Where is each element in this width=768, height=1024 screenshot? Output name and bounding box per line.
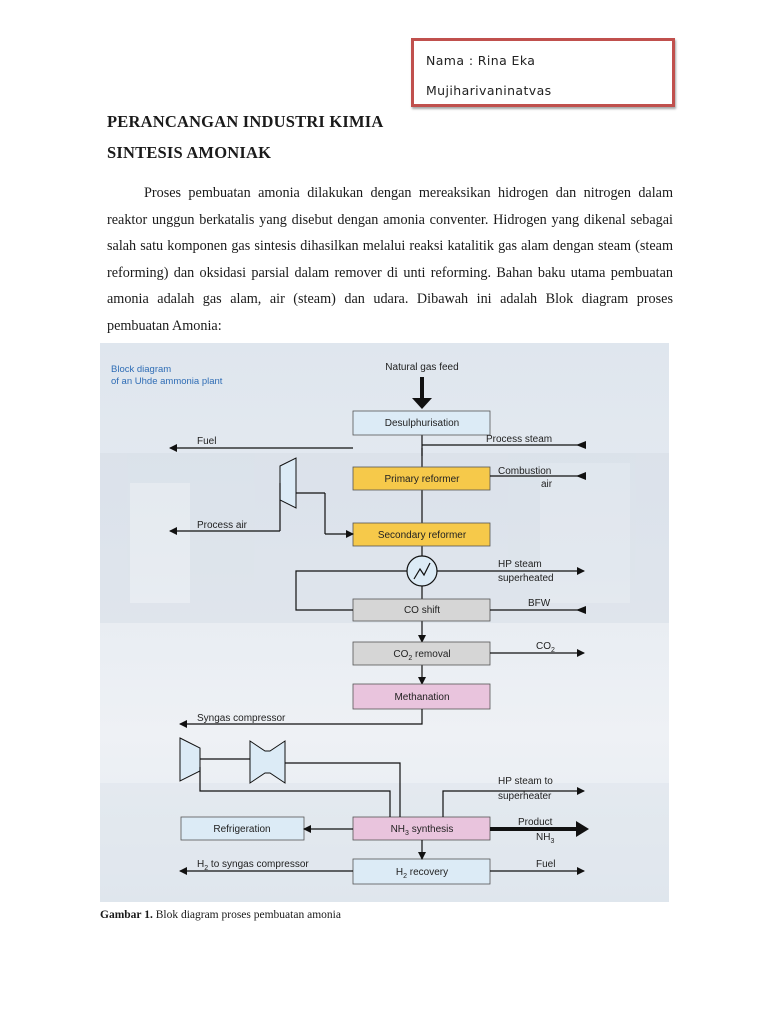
surname-line: Mujiharivaninatvas: [426, 83, 552, 98]
intro-paragraph: Proses pembuatan amonia dilakukan dengan…: [107, 180, 673, 340]
syngas-compressor-icon: [180, 738, 200, 781]
name-line: Nama : Rina Eka: [426, 53, 535, 68]
hp-steam-to-label: HP steam to: [498, 776, 553, 787]
document-subtitle: SINTESIS AMONIAK: [107, 143, 271, 163]
figure-caption: Gambar 1. Blok diagram proses pembuatan …: [100, 909, 341, 921]
process-steam-label: Process steam: [486, 434, 552, 445]
desulphurisation-label: Desulphurisation: [385, 418, 460, 429]
methanation-label: Methanation: [394, 692, 449, 703]
primary-reformer-label: Primary reformer: [384, 474, 460, 485]
air-compressor-icon: [280, 458, 296, 508]
syngas-compressor-label: Syngas compressor: [197, 713, 286, 724]
block-diagram-figure: Block diagram of an Uhde ammonia plant N…: [100, 343, 669, 902]
secondary-reformer-label: Secondary reformer: [378, 530, 467, 541]
recycle-compressor-icon: [250, 741, 285, 783]
product-label: Product: [518, 817, 553, 828]
fuel-right-label: Fuel: [536, 859, 555, 870]
co2-output-label: CO2: [536, 641, 555, 654]
name-box: Nama : Rina Eka Mujiharivaninatvas: [411, 38, 675, 107]
natural-gas-feed-label: Natural gas feed: [385, 362, 458, 373]
fuel-left-label: Fuel: [197, 436, 216, 447]
document-title: PERANCANGAN INDUSTRI KIMIA: [107, 112, 384, 132]
caption-text: Blok diagram proses pembuatan amonia: [153, 909, 341, 921]
superheated-label: superheated: [498, 573, 554, 584]
refrigeration-label: Refrigeration: [213, 824, 270, 835]
hp-steam-label: HP steam: [498, 559, 542, 570]
diagram-title-2: of an Uhde ammonia plant: [111, 376, 223, 387]
block-diagram: Block diagram of an Uhde ammonia plant N…: [100, 343, 669, 902]
feed-arrowhead: [412, 398, 432, 409]
process-air-label: Process air: [197, 520, 248, 531]
bfw-label: BFW: [528, 598, 551, 609]
diagram-title-1: Block diagram: [111, 364, 171, 375]
air-label: air: [541, 479, 553, 490]
co-shift-label: CO shift: [404, 605, 440, 616]
combustion-label: Combustion: [498, 466, 551, 477]
caption-label: Gambar 1.: [100, 909, 153, 921]
superheater-label: superheater: [498, 791, 552, 802]
